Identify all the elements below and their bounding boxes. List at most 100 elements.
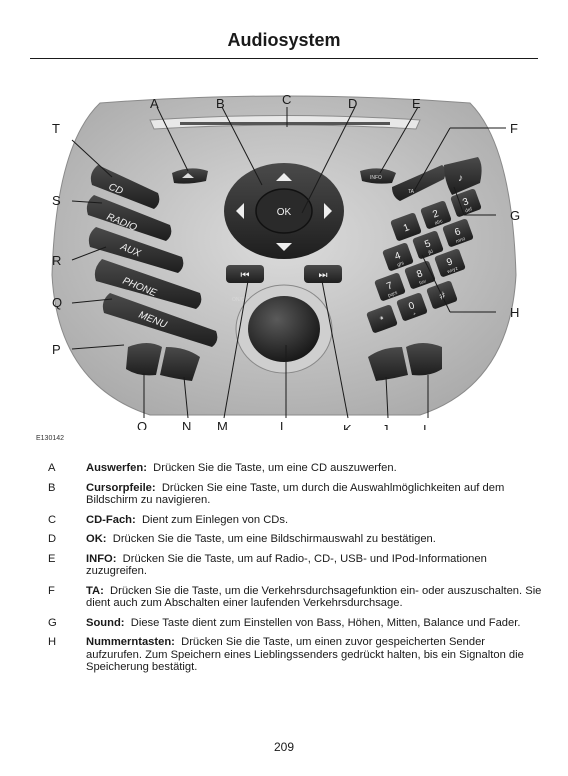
- legend-text: Drücken Sie eine Taste, um durch die Aus…: [86, 481, 505, 507]
- radio-button: [86, 195, 172, 241]
- info-button: [360, 168, 396, 184]
- callout-g: G: [510, 208, 520, 223]
- callout-f: F: [510, 121, 518, 136]
- legend-text: Drücken Sie die Taste, um eine CD auszuw…: [153, 462, 397, 474]
- callout-a: A: [150, 96, 159, 111]
- callout-b: B: [216, 96, 225, 111]
- arrow-right-icon: [324, 203, 332, 219]
- leader-lines: [71, 106, 506, 419]
- svg-text:6: 6: [453, 226, 462, 238]
- legend-letter: G: [48, 616, 57, 629]
- callout-j: J: [382, 422, 389, 430]
- onoff-label: ON/OFF: [232, 297, 251, 303]
- svg-text:1: 1: [402, 222, 411, 234]
- legend-letter: H: [48, 636, 57, 648]
- callout-k: K: [343, 422, 352, 430]
- keypad-key: *: [366, 304, 398, 333]
- next-track-button: [304, 265, 342, 283]
- legend-term: TA:: [86, 584, 104, 597]
- legend-term: Cursorpfeile:: [86, 481, 156, 494]
- sound-button: [444, 157, 482, 195]
- svg-text:0: 0: [407, 300, 416, 312]
- callout-h: H: [510, 305, 519, 320]
- keypad-key: 7 pqrs: [374, 272, 406, 301]
- svg-text:4: 4: [393, 250, 402, 262]
- legend-letter: E: [48, 552, 56, 565]
- legend-letter: B: [48, 481, 56, 494]
- legend-list: A Auswerfen: Drücken Sie die Taste, um e…: [48, 462, 543, 681]
- info-button-label: INFO: [370, 175, 382, 181]
- svg-text:*: *: [379, 314, 387, 326]
- svg-text:mno: mno: [455, 236, 466, 245]
- eject-icon: [182, 173, 194, 178]
- keypad-key: 0 +: [396, 292, 428, 321]
- legend-item: C CD-Fach: Dient zum Einlegen von CDs.: [48, 514, 543, 527]
- legend-term: Auswerfen:: [86, 462, 147, 474]
- callout-n: N: [182, 419, 191, 430]
- legend-item: D OK: Drücken Sie die Taste, um eine Bil…: [48, 533, 543, 546]
- legend-text: Diese Taste dient zum Einstellen von Bas…: [130, 616, 521, 629]
- svg-text:+: +: [412, 311, 417, 318]
- svg-text:8: 8: [415, 268, 424, 280]
- audio-panel-figure: CD RADIO AUX PHONE MENU INFO OK ⏮ ⏭ ON/O…: [30, 85, 538, 430]
- keypad-key: 1: [390, 212, 422, 241]
- svg-text:ghi: ghi: [397, 260, 405, 268]
- legend-term: INFO:: [86, 552, 117, 565]
- page-title: Audiosystem: [227, 30, 341, 50]
- legend-item: H Nummerntasten: Drücken Sie die Taste, …: [48, 636, 543, 674]
- arrow-down-icon: [276, 243, 292, 251]
- svg-text:pqrs: pqrs: [387, 290, 399, 299]
- legend-text: Drücken Sie die Taste, um die Verkehrsdu…: [86, 584, 542, 610]
- prev-track-icon: ⏮: [241, 270, 250, 281]
- keypad-key: 5 jkl: [412, 230, 444, 259]
- callout-t: T: [52, 121, 60, 136]
- svg-text:tuv: tuv: [419, 278, 428, 286]
- svg-text:wxyz: wxyz: [446, 266, 459, 276]
- svg-text:5: 5: [423, 238, 432, 250]
- callout-s: S: [52, 193, 61, 208]
- callout-l: L: [280, 419, 287, 430]
- legend-term: Nummerntasten:: [86, 636, 175, 648]
- next-track-icon: ⏭: [319, 270, 328, 281]
- callout-q: Q: [52, 295, 62, 310]
- callout-o: O: [137, 419, 147, 430]
- keypad-key: 3 def: [450, 188, 482, 217]
- callout-e: E: [412, 96, 421, 111]
- keypad-key: 6 mno: [442, 218, 474, 247]
- callout-p: P: [52, 342, 61, 357]
- ok-button-label: OK: [277, 207, 292, 218]
- legend-letter: A: [48, 462, 56, 474]
- mode-buttons-left: CD RADIO AUX PHONE MENU: [86, 165, 218, 347]
- cd-slot-opening: [180, 122, 390, 125]
- svg-text:def: def: [464, 206, 473, 214]
- legend-text: Drücken Sie die Taste, um einen zuvor ge…: [86, 636, 524, 673]
- legend-term: CD-Fach:: [86, 513, 136, 526]
- cd-button-label: CD: [107, 182, 125, 198]
- legend-term: OK:: [86, 533, 107, 545]
- preset-button-o: [126, 343, 162, 376]
- legend-letter: C: [48, 513, 57, 526]
- title-rule: [30, 58, 538, 59]
- arrow-left-icon: [236, 203, 244, 219]
- keypad-key: 9 wxyz: [434, 248, 466, 277]
- callout-d: D: [348, 96, 357, 111]
- callout-i: I: [423, 422, 427, 430]
- legend-item: F TA: Drücken Sie die Taste, um die Verk…: [48, 585, 543, 610]
- svg-text:abc: abc: [434, 218, 444, 227]
- callout-r: R: [52, 253, 61, 268]
- keypad-key: 8 tuv: [404, 260, 436, 289]
- preset-button-i: [406, 343, 442, 376]
- svg-text:jkl: jkl: [427, 249, 434, 257]
- legend-item: B Cursorpfeile: Drücken Sie eine Taste, …: [48, 482, 543, 507]
- preset-button-n: [160, 347, 200, 381]
- audio-panel-illustration: CD RADIO AUX PHONE MENU INFO OK ⏮ ⏭ ON/O…: [51, 92, 520, 430]
- sound-icon: ♪: [458, 173, 463, 184]
- volume-knob: [248, 296, 320, 362]
- legend-letter: D: [48, 533, 57, 545]
- svg-text:7: 7: [385, 280, 394, 292]
- preset-button-j: [368, 347, 408, 381]
- cd-button: [90, 165, 160, 209]
- ok-button: [255, 188, 313, 234]
- legend-item: A Auswerfen: Drücken Sie die Taste, um e…: [48, 462, 543, 475]
- menu-button: [102, 293, 218, 347]
